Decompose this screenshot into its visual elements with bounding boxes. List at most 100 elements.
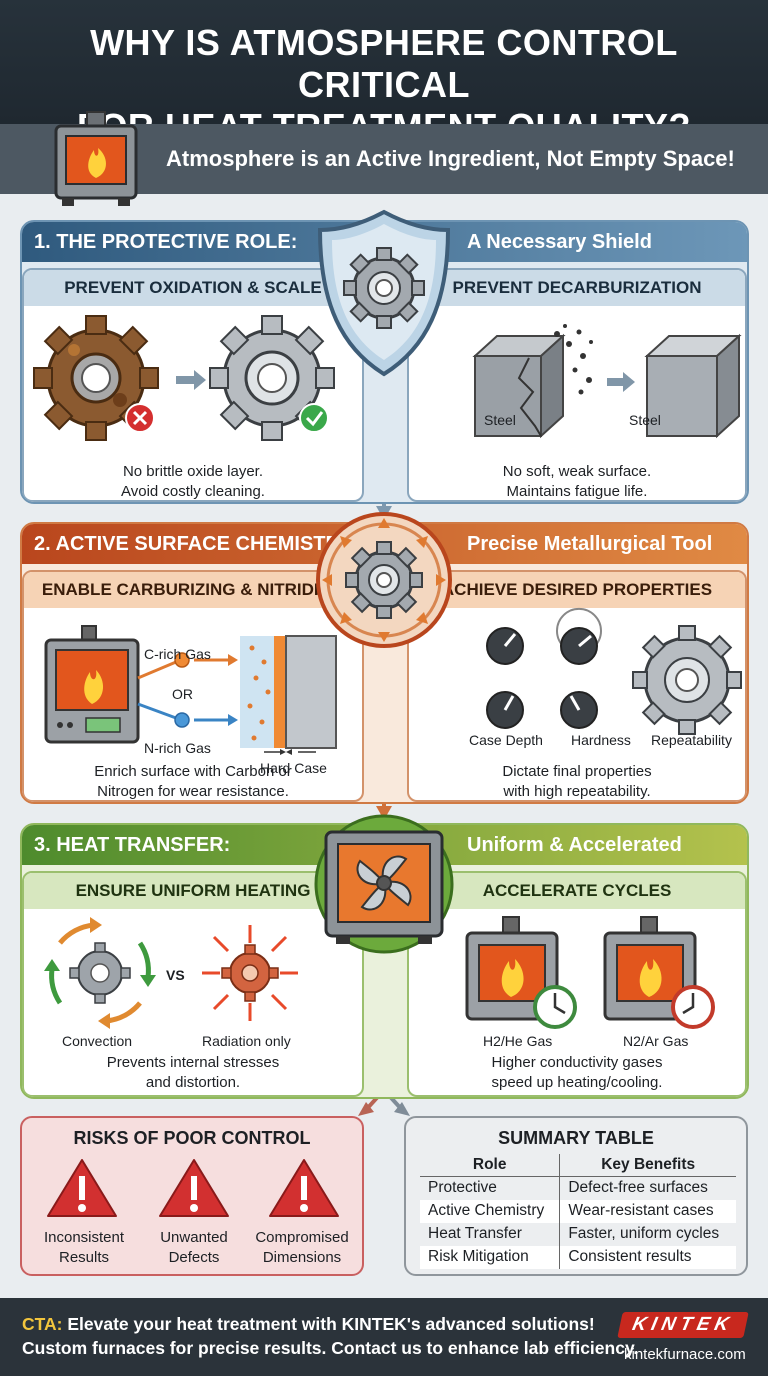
properties-card: ACHIEVE DESIRED PROPERTIES Case Depth Ha… [407, 570, 747, 802]
caption-line-2: Avoid costly cleaning. [121, 483, 265, 500]
risk-item: Compromised Dimensions [244, 1228, 360, 1268]
card-caption: Dictate final properties with high repea… [409, 762, 745, 802]
role-cell: Heat Transfer [420, 1222, 561, 1246]
repeatability-label: Repeatability [651, 732, 732, 748]
page-header: WHY IS ATMOSPHERE CONTROL CRITICAL FOR H… [0, 0, 768, 147]
table-row: Heat Transfer Faster, uniform cycles [420, 1222, 736, 1246]
uniform-heating-card: ENSURE UNIFORM HEATING [22, 871, 364, 1097]
section-protective-role: 1. THE PROTECTIVE ROLE: A Necessary Shie… [20, 220, 749, 504]
gas-diffusion-diagram-icon [44, 625, 337, 755]
benefit-cell: Wear-resistant cases [559, 1199, 736, 1223]
risk-item: Unwanted Defects [136, 1228, 252, 1268]
risk-line-2: Dimensions [262, 1249, 342, 1266]
hardness-label: Hardness [571, 732, 631, 748]
section-title: 3. HEAT TRANSFER: [34, 834, 231, 856]
caption-line-1: No brittle oxide layer. [122, 463, 264, 480]
steel-label-after: Steel [629, 412, 661, 428]
card-heading: ACHIEVE DESIRED PROPERTIES [409, 572, 745, 608]
summary-table: Role Key Benefits Protective Defect-free … [420, 1154, 736, 1269]
steel-block-comparison-icon [472, 324, 742, 439]
cta-subtext: Custom furnaces for precise results. Con… [22, 1338, 639, 1358]
h2-he-gas-label: H2/He Gas [483, 1033, 553, 1049]
role-cell: Protective [420, 1176, 561, 1200]
role-cell: Active Chemistry [420, 1199, 561, 1223]
caption-line-2: with high repeatability. [503, 783, 651, 800]
risk-line-1: Compromised [255, 1229, 349, 1246]
card-caption: No brittle oxide layer. Avoid costly cle… [24, 462, 362, 502]
section-tagline: A Necessary Shield [467, 231, 652, 253]
card-heading: ACCELERATE CYCLES [409, 873, 745, 909]
or-label: OR [172, 686, 193, 702]
card-heading: ENSURE UNIFORM HEATING [24, 873, 362, 909]
cta-label: CTA: [22, 1314, 63, 1334]
caption-line-1: Higher conductivity gases [491, 1054, 663, 1071]
carburizing-card: ENABLE CARBURIZING & NITRIDING C-rich Ga… [22, 570, 364, 802]
section-heat-transfer: 3. HEAT TRANSFER: Uniform & Accelerated … [20, 823, 749, 1099]
warning-icon [47, 1159, 117, 1217]
summary-title: SUMMARY TABLE [498, 1128, 654, 1148]
section-title: 1. THE PROTECTIVE ROLE: [34, 231, 298, 253]
furnace-icon [54, 111, 138, 206]
benefit-cell: Faster, uniform cycles [568, 1225, 720, 1242]
risk-line-2: Results [58, 1249, 110, 1266]
cta-line: CTA: Elevate your heat treatment with KI… [22, 1314, 595, 1335]
warning-icons [47, 1159, 339, 1217]
n2-ar-gas-label: N2/Ar Gas [623, 1033, 689, 1049]
steel-label-before: Steel [484, 412, 516, 428]
section-title: 2. ACTIVE SURFACE CHEMISTRY: [34, 533, 358, 555]
furnace-fan-icon [314, 814, 454, 954]
card-caption: Higher conductivity gases speed up heati… [409, 1053, 745, 1093]
fast-furnaces-icon [465, 916, 715, 1029]
title-line-1: WHY IS ATMOSPHERE CONTROL CRITICAL [90, 22, 678, 105]
nitrogen-gas-label: N-rich Gas [144, 740, 211, 756]
oxidation-card: PREVENT OXIDATION & SCALE [22, 268, 364, 502]
risks-panel: RISKS OF POOR CONTROL Inconsistent Resul… [20, 1116, 364, 1276]
risk-item: Inconsistent Results [26, 1228, 142, 1268]
benefit-cell: Defect-free surfaces [568, 1179, 708, 1197]
section-tagline: Precise Metallurgical Tool [467, 533, 713, 555]
case-depth-label: Case Depth [469, 732, 543, 748]
website-link[interactable]: kintekfurnace.com [624, 1346, 746, 1363]
control-knobs-icon [486, 607, 742, 735]
benefit-cell: Consistent results [559, 1245, 736, 1269]
carbon-gas-label: C-rich Gas [144, 646, 211, 662]
risk-line-1: Inconsistent [43, 1229, 125, 1246]
card-caption: Enrich surface with Carbon or Nitrogen f… [24, 762, 362, 802]
targeted-gear-icon [316, 512, 452, 648]
section-tagline: Uniform & Accelerated [467, 834, 682, 856]
caption-line-2: Nitrogen for wear resistance. [97, 783, 289, 800]
risks-title: RISKS OF POOR CONTROL [73, 1128, 311, 1148]
caption-line-2: and distortion. [145, 1074, 241, 1091]
rusty-vs-clean-gear-icon [33, 315, 335, 441]
table-header-row: Role Key Benefits [420, 1154, 736, 1177]
subtitle: Atmosphere is an Active Ingredient, Not … [166, 146, 735, 171]
column-header: Role [420, 1154, 561, 1177]
convection-vs-radiation-icon [44, 917, 298, 1029]
role-cell: Risk Mitigation [420, 1245, 561, 1269]
caption-line-2: speed up heating/cooling. [491, 1074, 663, 1091]
kintek-logo[interactable]: KINTEK [617, 1312, 749, 1338]
card-heading: ENABLE CARBURIZING & NITRIDING [24, 572, 362, 608]
caption-line-1: Dictate final properties [502, 763, 652, 780]
risk-line-2: Defects [168, 1249, 220, 1266]
cta-text: Elevate your heat treatment with KINTEK'… [67, 1314, 595, 1334]
column-header: Key Benefits [559, 1154, 736, 1177]
card-caption: Prevents internal stresses and distortio… [24, 1053, 362, 1093]
caption-line-1: Enrich surface with Carbon or [94, 763, 292, 780]
footer: CTA: Elevate your heat treatment with KI… [0, 1298, 768, 1376]
card-heading: PREVENT OXIDATION & SCALE [24, 270, 362, 306]
hard-case-label: Hard Case [260, 760, 327, 776]
shield-gear-icon [317, 209, 451, 377]
radiation-label: Radiation only [202, 1033, 291, 1049]
caption-line-1: Prevents internal stresses [106, 1054, 280, 1071]
accelerate-cycles-card: ACCELERATE CYCLES H2/He Gas N2/Ar Gas [407, 871, 747, 1097]
table-row: Protective Defect-free surfaces [420, 1176, 736, 1200]
summary-panel: SUMMARY TABLE Role Key Benefits Protecti… [404, 1116, 748, 1276]
decarburization-card: PREVENT DECARBURIZATION Steel Steel No s… [407, 268, 747, 502]
card-heading: PREVENT DECARBURIZATION [409, 270, 745, 306]
caption-line-1: No soft, weak surface. [502, 463, 652, 480]
vs-label: VS [166, 967, 185, 983]
warning-icon [269, 1159, 339, 1217]
